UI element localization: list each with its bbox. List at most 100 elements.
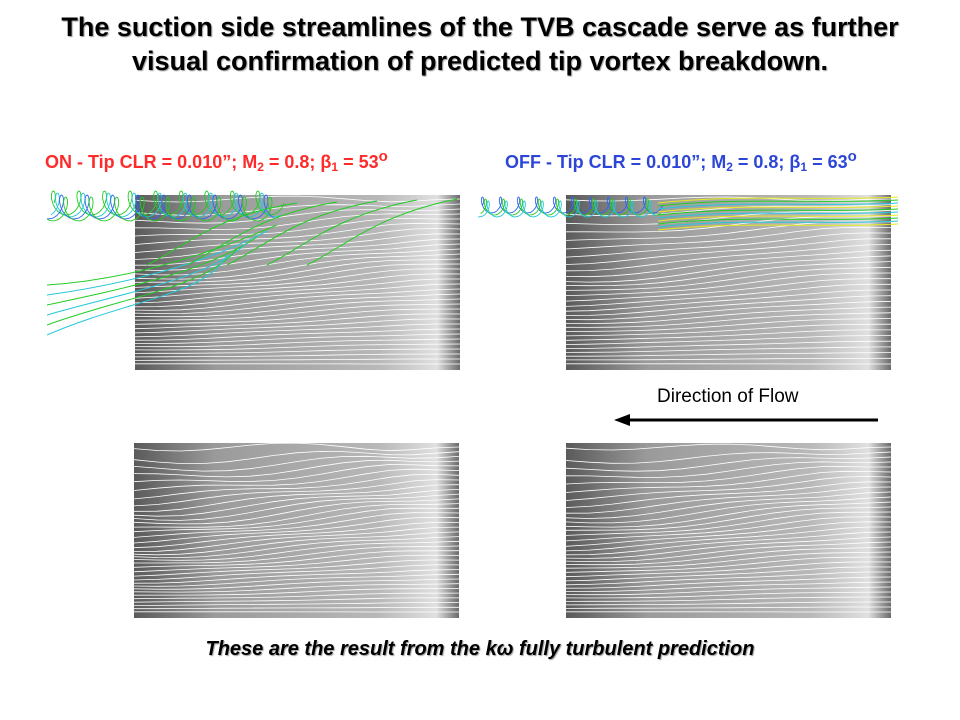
- off-3d-streamline-plot: [478, 195, 899, 370]
- omega-symbol: ω: [496, 638, 514, 660]
- streamline: [134, 550, 459, 568]
- streamline: [47, 224, 278, 286]
- streamline: [566, 601, 891, 606]
- tip-vortex-streamlines: [47, 190, 458, 336]
- off-state-label: OFF: [505, 152, 541, 172]
- streamline: [134, 498, 459, 525]
- streamline: [226, 200, 378, 266]
- streamline: [51, 190, 285, 216]
- streamline: [566, 576, 891, 589]
- streamline: [134, 203, 461, 216]
- streamline: [566, 546, 891, 566]
- streamline: [566, 352, 892, 357]
- streamline: [565, 306, 892, 325]
- title-line-2: visual confirmation of predicted tip vor…: [131, 46, 829, 76]
- on-state-label: ON: [45, 152, 72, 172]
- streamline: [480, 198, 661, 216]
- streamline: [134, 489, 459, 517]
- streamline: [565, 301, 892, 321]
- on-surface-streamline-plot: [134, 443, 459, 618]
- streamline: [134, 531, 459, 556]
- streamline: [565, 261, 892, 287]
- streamline: [566, 357, 892, 361]
- streamline: [566, 556, 891, 573]
- streamline: [134, 228, 461, 253]
- streamline: [134, 443, 459, 452]
- streamline: [566, 470, 891, 493]
- streamline: [134, 323, 460, 338]
- streamline: [565, 238, 891, 265]
- streamline: [657, 199, 899, 207]
- streamline: [134, 450, 459, 464]
- beta-symbol: β: [320, 152, 332, 172]
- streamline: [566, 606, 891, 609]
- streamline: [146, 202, 298, 266]
- streamline: [134, 536, 459, 559]
- streamline: [657, 223, 899, 231]
- streamline: [566, 521, 891, 547]
- streamline: [47, 236, 258, 306]
- streamline: [50, 192, 282, 218]
- streamline: [566, 581, 891, 592]
- streamline: [565, 244, 892, 272]
- streamline: [134, 455, 459, 472]
- streamline: [134, 253, 461, 280]
- streamline: [566, 516, 891, 542]
- beta-symbol: β: [789, 152, 801, 172]
- streamline: [134, 473, 459, 500]
- streamline: [566, 551, 891, 569]
- streamline: [566, 461, 891, 478]
- streamline: [186, 201, 338, 266]
- streamline: [565, 312, 892, 328]
- streamline: [134, 238, 461, 266]
- streamline: [657, 217, 899, 225]
- streamline: [565, 318, 892, 332]
- flow-direction-label: Direction of Flow: [657, 386, 799, 407]
- streamline: [134, 526, 459, 552]
- streamline: [657, 214, 899, 222]
- streamline: [134, 233, 461, 260]
- streamline: [565, 249, 892, 278]
- streamline: [134, 343, 461, 351]
- streamline: [565, 266, 892, 291]
- streamline: [566, 506, 891, 531]
- streamline: [134, 318, 461, 334]
- streamline: [134, 195, 461, 203]
- streamline: [134, 578, 459, 590]
- streamline: [565, 289, 892, 312]
- streamline: [47, 248, 238, 326]
- streamline: [657, 208, 899, 216]
- streamline: [134, 273, 461, 299]
- streamline: [566, 596, 891, 602]
- footer-note: These are the result from the kω fully t…: [205, 638, 755, 660]
- streamline: [134, 569, 459, 584]
- streamline: [134, 213, 461, 230]
- streamline: [134, 348, 461, 354]
- streamline: [134, 602, 459, 606]
- streamline: [566, 561, 891, 578]
- streamline: [134, 468, 459, 491]
- streamline: [566, 571, 891, 586]
- streamline: [565, 272, 892, 296]
- streamline: [47, 196, 273, 222]
- streamline: [566, 443, 891, 451]
- streamline: [134, 540, 459, 561]
- streamline: [134, 313, 461, 330]
- streamline: [565, 323, 892, 337]
- streamline: [134, 464, 459, 483]
- off-case-caption: OFF - Tip CLR = 0.010”; M2 = 0.8; β1 = 6…: [505, 148, 857, 174]
- streamline: [134, 333, 461, 344]
- streamline: [134, 516, 459, 544]
- streamline: [565, 255, 892, 283]
- streamline: [134, 507, 459, 533]
- streamline: [134, 338, 461, 348]
- streamline: [565, 283, 891, 307]
- streamline: [566, 491, 891, 519]
- title-line-1: The suction side streamlines of the TVB …: [61, 12, 899, 42]
- streamline: [565, 340, 892, 349]
- streamline: [565, 278, 891, 302]
- streamline: [657, 220, 899, 228]
- streamline: [657, 202, 899, 210]
- streamline: [565, 335, 891, 345]
- streamline: [566, 451, 891, 464]
